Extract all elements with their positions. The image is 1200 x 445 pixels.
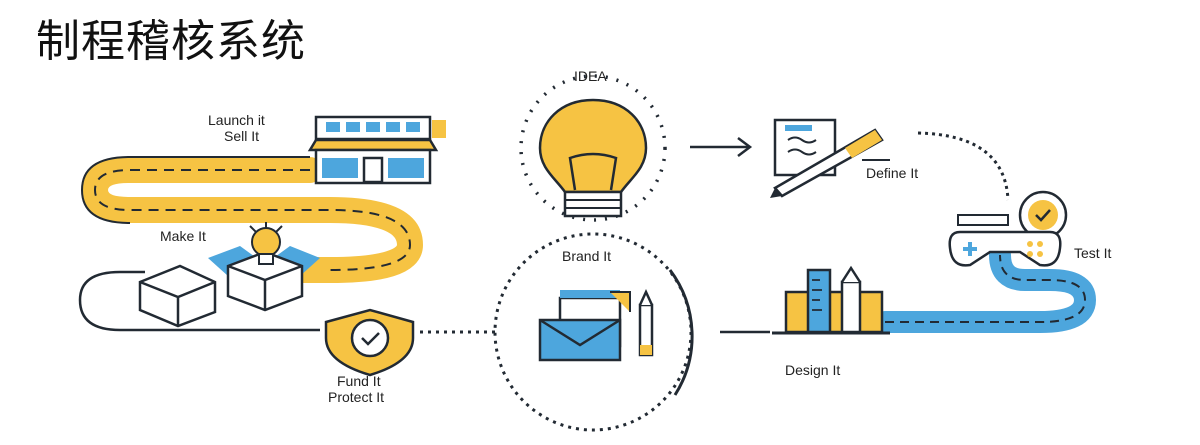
- label-fund: Fund It: [337, 373, 381, 389]
- label-protect: Protect It: [328, 389, 385, 405]
- ruler-pencil-icon: [772, 265, 890, 335]
- lightbulb-icon: [519, 74, 667, 222]
- yellow-road: [80, 156, 424, 283]
- label-launch: Launch it: [208, 112, 265, 128]
- envelope-icon: [493, 232, 694, 432]
- label-test: Test It: [1074, 245, 1112, 261]
- label-make: Make It: [160, 228, 206, 244]
- shop-icon: [307, 115, 446, 185]
- label-define: Define It: [866, 165, 919, 181]
- gamepad-icon: [948, 190, 1068, 267]
- define-test-arc: [917, 131, 1010, 201]
- page-title: 制程稽核系统: [36, 16, 306, 67]
- label-design: Design It: [785, 362, 841, 378]
- dark-loop: [78, 270, 320, 332]
- paper-pen-icon: [770, 118, 890, 198]
- label-brand: Brand It: [562, 248, 612, 264]
- open-box-icon: [208, 222, 320, 312]
- arrow-icon: [690, 137, 753, 157]
- label-sell: Sell It: [224, 128, 260, 144]
- shield-icon: [324, 308, 415, 377]
- blue-road: [874, 244, 1097, 333]
- label-idea: IDEA: [574, 68, 607, 84]
- box-icon: [138, 264, 217, 328]
